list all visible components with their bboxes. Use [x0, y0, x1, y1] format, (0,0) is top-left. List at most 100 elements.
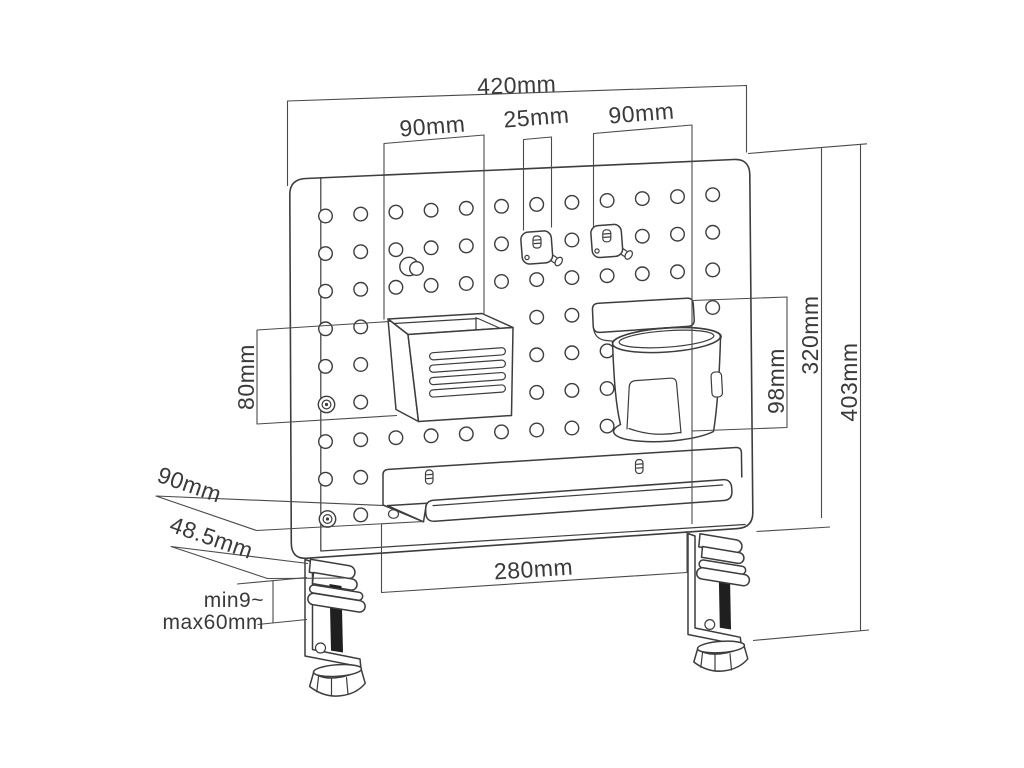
hook-left-peg-cap — [554, 256, 563, 267]
cup-holder-plate — [591, 297, 695, 334]
pegboard-hole — [599, 343, 615, 359]
pegboard-hole — [564, 270, 580, 286]
pegboard-hole — [353, 319, 369, 335]
dim-label-hook-width: 25mm — [503, 101, 571, 132]
clamp-right-knob-top — [696, 640, 746, 654]
pegboard-hole — [634, 266, 650, 282]
dim-label-clamp-spacing: 280mm — [493, 553, 574, 584]
pegboard-hole — [318, 246, 334, 262]
cup-holder-bracket — [592, 325, 614, 342]
hook-right-peg-cap — [624, 250, 633, 260]
dim-label-basket-width: 90mm — [399, 110, 467, 141]
pegboard-hole — [388, 242, 404, 258]
pegboard-hole — [705, 224, 721, 240]
bottom-shelf — [382, 446, 743, 523]
pegboard-hole — [318, 358, 334, 374]
grommet-bottom — [318, 510, 337, 528]
pegboard-hole — [564, 345, 580, 361]
hook-left-screw-dot — [524, 254, 530, 261]
cup-holder — [591, 297, 724, 443]
shelf-end-wedge — [386, 502, 428, 523]
shelf-keyhole-slots — [424, 458, 644, 485]
pegboard-hole — [458, 426, 474, 442]
pegboard-hole — [494, 424, 510, 440]
pegboard-hole — [318, 321, 334, 337]
pegboard-hole — [599, 268, 615, 284]
pegboard-hole — [599, 418, 615, 434]
pegboard-hole — [318, 471, 334, 487]
pegboard-hole — [564, 232, 580, 248]
dim-label-clamp-range-min: min9~ — [204, 589, 264, 612]
dim-line-clamp-range — [236, 576, 308, 626]
pegboard-hole — [353, 432, 369, 448]
hook-left-slot — [532, 235, 542, 249]
dim-label-cup-height: 98mm — [763, 348, 789, 414]
pegboard-holes — [318, 187, 721, 523]
pegboard-hole — [529, 422, 545, 438]
pegboard-hole — [529, 309, 545, 325]
dim-line-basket-width — [383, 134, 485, 320]
clamp-right-bracket — [687, 532, 742, 646]
pegboard-hole — [353, 507, 369, 523]
dim-line-total-height — [752, 144, 870, 642]
pegboard-hole — [423, 240, 439, 256]
accessory-peg — [399, 256, 425, 277]
desk-clamp-left — [304, 558, 366, 697]
cup-rim-outer — [611, 326, 722, 354]
pegboard-hole — [458, 238, 474, 254]
dim-line-hook-width — [522, 136, 553, 231]
dimension-lines — [155, 84, 870, 642]
storage-basket — [387, 312, 514, 423]
pegboard-hole — [564, 382, 580, 398]
dim-label-hook-spacing: 90mm — [608, 97, 676, 128]
dim-line-clamp-depth — [170, 545, 353, 580]
cup-front-window — [626, 377, 682, 434]
pegboard-hole — [529, 196, 545, 212]
pegboard-hole — [423, 202, 439, 218]
cup-window-bottom-arc — [628, 427, 681, 435]
dim-line-clamp-spacing — [380, 524, 688, 594]
pegboard-hole — [458, 276, 474, 292]
pegboard-hole — [353, 244, 369, 260]
pegboard-hole — [458, 200, 474, 216]
pegboard-hole — [494, 274, 510, 290]
shelf-lip-inner-line — [432, 484, 724, 507]
clamp-right-pad — [695, 567, 751, 587]
clamp-left-pad — [307, 592, 366, 613]
pegboard-hole — [529, 272, 545, 288]
hook-right-screw-dot — [594, 248, 600, 254]
clamp-left-jaw-plate — [311, 571, 358, 591]
dim-label-clamp-depth: 48.5mm — [167, 511, 257, 564]
dim-line-hook-spacing — [592, 124, 693, 524]
shelf-hole — [387, 509, 400, 519]
pegboard-hole — [705, 300, 721, 316]
pegboard-hole — [388, 204, 404, 220]
pegboard-hole — [634, 191, 650, 207]
basket-front-face — [407, 326, 514, 423]
pegboard-hole — [670, 264, 686, 280]
desk-clamp-right — [687, 532, 751, 672]
pegboard-hole — [599, 192, 615, 208]
pegboard-hole — [670, 189, 686, 205]
pegboard-hole — [353, 394, 369, 410]
cup-side-tab — [710, 371, 724, 398]
shelf-back-plate — [382, 446, 743, 505]
pegboard-hole — [353, 281, 369, 297]
pegboard-hole — [318, 283, 334, 299]
pegboard-hole — [705, 187, 721, 203]
clamp-right-ball — [704, 618, 716, 630]
dim-line-total-width — [286, 84, 748, 186]
pegboard-hole — [494, 236, 510, 252]
clamp-left-knob-facets — [316, 676, 349, 697]
clamp-right-knob-facets — [700, 652, 733, 672]
cup-body — [611, 326, 722, 443]
pegboard-hole — [388, 279, 404, 295]
pegboard-hole — [423, 277, 439, 293]
pegboard-hole — [318, 434, 334, 450]
dim-line-panel-height — [747, 143, 868, 533]
grommet-top — [317, 395, 336, 414]
hook-right — [590, 223, 633, 260]
hook-left — [520, 230, 563, 267]
pegboard-hole — [670, 226, 686, 242]
